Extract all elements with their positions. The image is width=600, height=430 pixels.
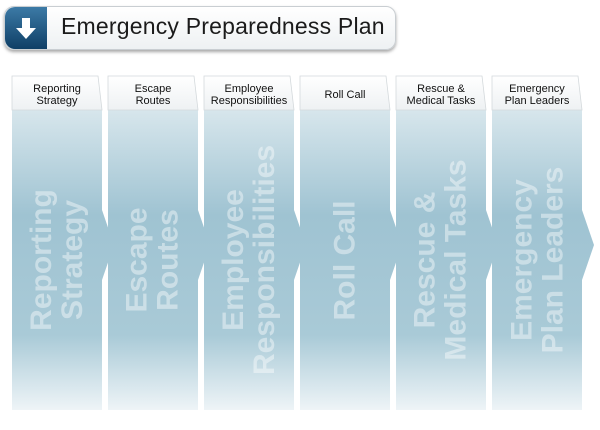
step-column: [12, 110, 114, 410]
step-header-label: Rescue & Medical Tasks: [406, 83, 476, 107]
step-column: [300, 110, 402, 410]
step-column: [204, 110, 306, 410]
step-header-label: Escape Routes: [134, 83, 172, 107]
step-column: [492, 110, 594, 410]
step-header-tab: [299, 75, 391, 111]
step-header-label: Roll Call: [324, 89, 366, 101]
step-header-tab: [11, 75, 103, 111]
step-header-tab: [395, 75, 487, 111]
step-column: [108, 110, 210, 410]
step-header-tab: [491, 75, 583, 111]
title-bar: Emergency Preparedness Plan: [4, 6, 396, 50]
step-header-label: Reporting Strategy: [33, 83, 81, 107]
step-header-label: Emergency Plan Leaders: [504, 83, 570, 107]
step-header-label: Employee Responsibilities: [210, 83, 288, 107]
step-header-tab: [203, 75, 295, 111]
step-header-tab: [107, 75, 199, 111]
step-column: [396, 110, 498, 410]
down-arrow-icon: [5, 7, 47, 49]
page-title: Emergency Preparedness Plan: [61, 13, 385, 39]
